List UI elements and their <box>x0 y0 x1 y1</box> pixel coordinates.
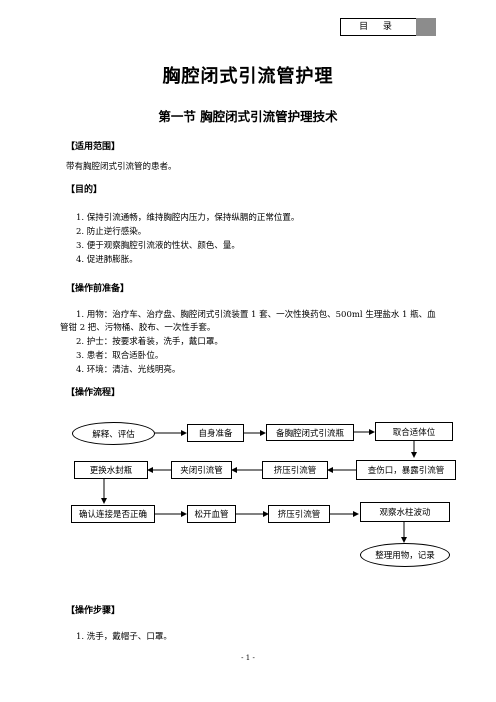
flow-node-clamp-tube: 夹闭引流管 <box>171 461 232 479</box>
prep-item-4: 4. 环境：清洁、光线明亮。 <box>76 365 181 375</box>
flow-node-prep-bottle: 备胸腔闭式引流瓶 <box>266 424 354 441</box>
purpose-heading: 【目的】 <box>66 185 103 195</box>
flow-node-squeeze-tube-1: 挤压引流管 <box>262 461 328 479</box>
flow-node-confirm-connection: 确认连接是否正确 <box>71 505 155 523</box>
section-title: 第一节 胸腔闭式引流管护理技术 <box>158 109 338 124</box>
purpose-item-1: 1. 保持引流通畅，维持胸腔内压力，保持纵膈的正常位置。 <box>76 213 300 223</box>
flow-node-explain-assess: 解释、评估 <box>72 422 155 445</box>
flow-node-check-wound: 查伤口，暴露引流管 <box>356 460 456 480</box>
flow-node-tidy-record: 整理用物，记录 <box>360 543 450 567</box>
prep-item-3: 3. 患者：取合适卧位。 <box>76 351 164 361</box>
flow-node-replace-bottle: 更换水封瓶 <box>74 461 148 479</box>
flow-node-observe-water: 观察水柱波动 <box>360 502 450 522</box>
steps-item-1: 1. 洗手，戴帽子、口罩。 <box>76 632 172 642</box>
page-number: - 1 - <box>241 654 255 662</box>
scope-text: 带有胸腔闭式引流管的患者。 <box>66 162 177 172</box>
prep-heading: 【操作前准备】 <box>66 284 130 294</box>
steps-heading: 【操作步骤】 <box>66 606 121 616</box>
scope-heading: 【适用范围】 <box>66 142 121 152</box>
toc-tab-marker <box>416 18 436 36</box>
flow-node-release-clamp: 松开血管 <box>187 505 236 523</box>
flow-node-self-prep: 自身准备 <box>187 424 244 442</box>
flow-node-squeeze-tube-2: 挤压引流管 <box>268 505 330 523</box>
flow-heading: 【操作流程】 <box>66 388 121 398</box>
purpose-item-3: 3. 便于观察胸腔引流液的性状、颜色、量。 <box>76 241 240 251</box>
purpose-item-4: 4. 促进肺膨胀。 <box>76 255 138 265</box>
prep-item-1: 1. 用物：治疗车、治疗盘、胸腔闭式引流装置 1 套、一次性换药包、500ml … <box>60 310 436 333</box>
prep-item-2: 2. 护士：按要求着装，洗手，戴口罩。 <box>76 337 223 347</box>
page-title: 胸腔闭式引流管护理 <box>162 66 334 87</box>
purpose-item-2: 2. 防止逆行感染。 <box>76 227 147 237</box>
flow-node-position: 取合适体位 <box>375 422 453 441</box>
